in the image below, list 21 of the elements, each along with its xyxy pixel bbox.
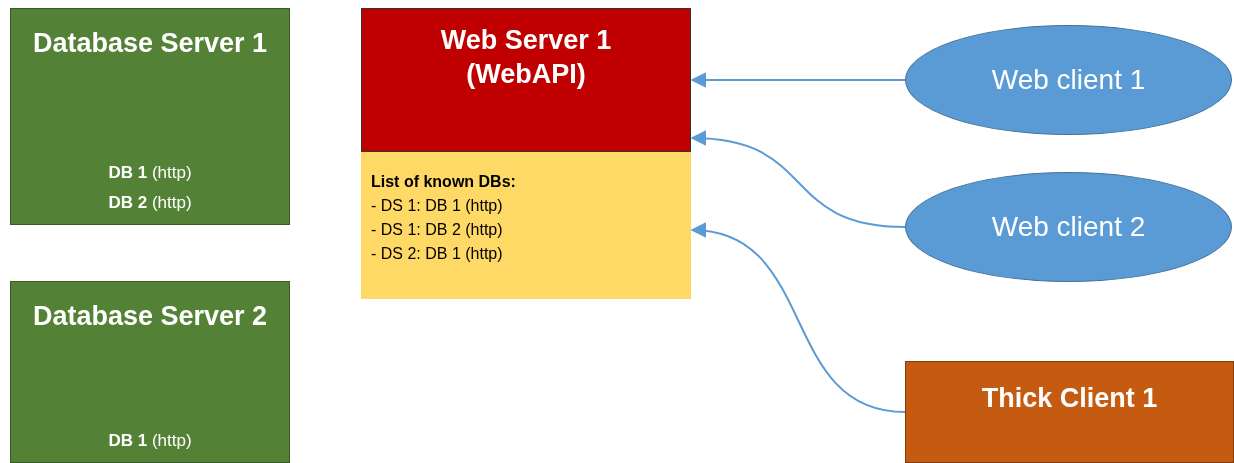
client-label: Web client 1 [991,63,1146,97]
arrow [690,72,906,88]
database-entry: DB 2 (http) [108,192,192,214]
arrow [690,223,906,413]
client-box [905,361,1234,463]
database-entry: DB 1 (http) [108,430,192,452]
list-heading: List of known DBs: [371,172,516,192]
list-box [361,151,691,299]
database-entry: DB 1 (http) [108,162,192,184]
server-box [361,8,691,298]
client-label: Web client 2 [991,210,1146,244]
server-title: Web Server 1 (WebAPI) [439,24,613,91]
server-title: Database Server 2 [31,300,269,333]
client-title: Thick Client 1 [980,382,1159,415]
list-item: - DS 2: DB 1 (http) [371,244,503,264]
server-title: Database Server 1 [31,27,269,60]
server-box [10,8,290,225]
list-item: - DS 1: DB 1 (http) [371,196,503,216]
server-box [10,281,290,463]
arrow [690,130,906,228]
list-item: - DS 1: DB 2 (http) [371,220,503,240]
